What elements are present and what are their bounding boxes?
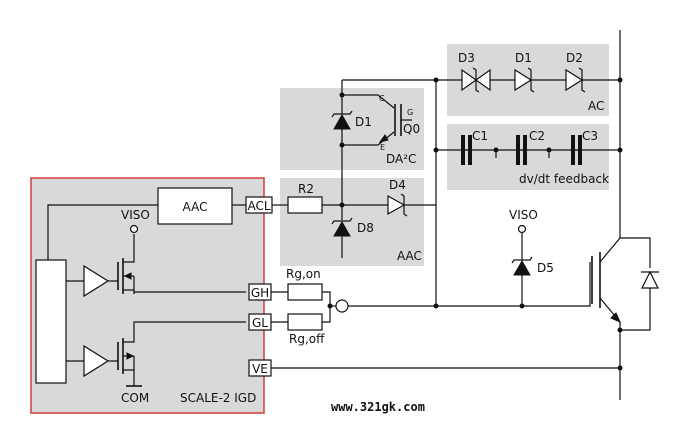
freewheel-diode	[641, 270, 659, 289]
ac-panel-label: AC	[588, 99, 604, 113]
aac-panel-label: AAC	[397, 249, 422, 263]
d3-label: D3	[458, 51, 475, 65]
rg-off-label: Rg,off	[289, 332, 325, 346]
q0-emitter-wire	[342, 131, 395, 146]
resistor-rg-on	[287, 283, 323, 301]
da2c-panel	[280, 88, 424, 170]
q0-c-label: C	[379, 94, 385, 103]
aac-block	[157, 187, 233, 225]
c1-label: C1	[472, 129, 488, 143]
tvs-d2-bar	[578, 67, 586, 93]
igd-title: SCALE-2 IGD	[180, 391, 256, 405]
q0-g-label: G	[407, 108, 413, 117]
q0-label: Q0	[403, 122, 420, 136]
mosfet-arrow	[126, 352, 135, 360]
da2c-label: DA²C	[386, 152, 416, 166]
aac-panel	[280, 178, 424, 266]
gate-to-igbt	[582, 262, 591, 307]
dvdt-label: dv/dt feedback	[519, 172, 609, 186]
node	[433, 77, 439, 83]
tvs-d2	[565, 68, 584, 92]
d4-label: D4	[389, 178, 406, 192]
rg-on-label: Rg,on	[286, 267, 321, 281]
gate-jumper	[335, 299, 349, 313]
zener-d5	[513, 259, 531, 276]
d1-da2c-label: D1	[355, 115, 372, 129]
freewheel-wire	[620, 288, 651, 331]
aac-block-label: AAC	[183, 200, 208, 214]
d2-label: D2	[566, 51, 583, 65]
watermark: www.321gk.com	[331, 400, 425, 414]
pin-acl-label: ACL	[247, 199, 270, 213]
resistor-rg-off	[287, 313, 323, 331]
igbt-arrow	[610, 312, 621, 323]
viso-right-label: VISO	[509, 208, 538, 222]
driver-logic-block	[35, 259, 67, 384]
tvs-d3-bar	[472, 67, 480, 93]
aac-feedback-wire	[47, 204, 158, 260]
tvs-d1-bar	[527, 67, 535, 93]
gl-wire	[123, 321, 246, 343]
tvs-d3-right	[474, 68, 491, 92]
zener-d8-bar	[331, 217, 353, 225]
gh-wire	[133, 291, 246, 294]
tvs-d3-left	[461, 68, 478, 92]
c3-label: C3	[582, 129, 598, 143]
resistor-r2	[287, 196, 323, 214]
d5-label: D5	[537, 261, 554, 275]
node	[433, 147, 439, 153]
pin-gl-label: GL	[252, 316, 268, 330]
com-label: COM	[121, 391, 149, 405]
d8-label: D8	[357, 221, 374, 235]
q0-arrow	[378, 134, 389, 143]
viso-left-label: VISO	[121, 208, 150, 222]
c2-label: C2	[529, 129, 545, 143]
pin-gh-label: GH	[251, 286, 269, 300]
viso-right-terminal	[517, 224, 527, 234]
igbt-collector	[599, 237, 621, 263]
node	[617, 327, 623, 333]
freewheel-wire	[620, 237, 651, 268]
wire	[123, 234, 135, 263]
tvs-d1	[514, 68, 533, 92]
zener-d5-bar	[511, 256, 533, 264]
r2-label: R2	[298, 182, 314, 196]
d1-ac-label: D1	[515, 51, 532, 65]
zener-d4	[387, 194, 406, 216]
pin-ve-label: VE	[252, 362, 268, 376]
q0-collector-wire	[342, 94, 395, 109]
mosfet-arrow	[123, 272, 132, 280]
q0-e-label: E	[380, 143, 385, 152]
viso-terminal	[129, 224, 139, 234]
